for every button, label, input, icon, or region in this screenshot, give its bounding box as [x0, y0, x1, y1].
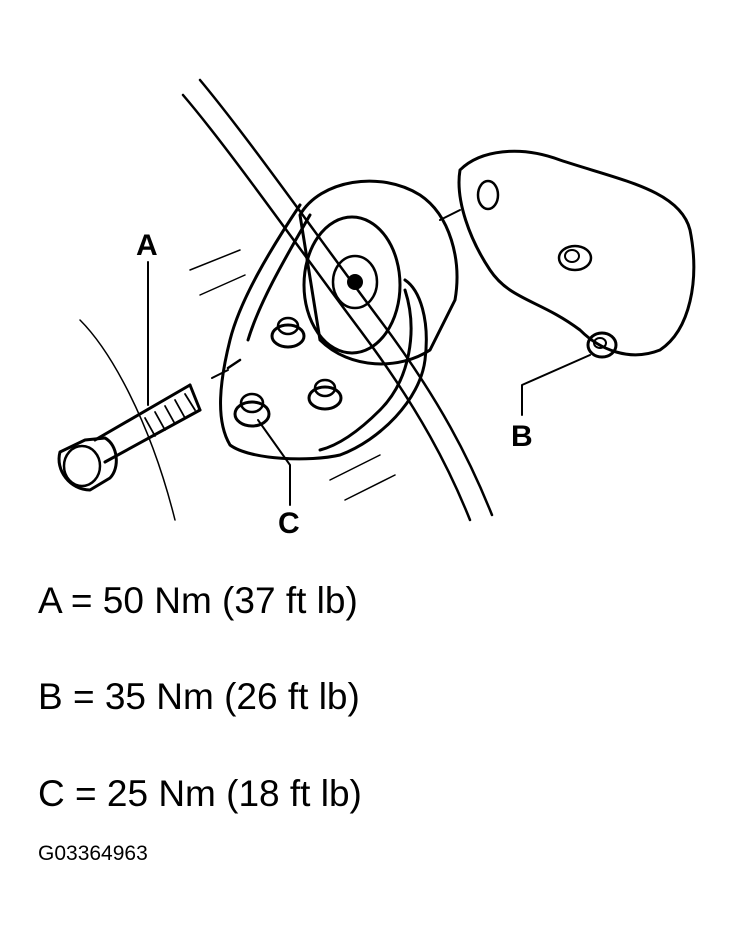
flange-bolt [57, 369, 229, 492]
callout-a: A [136, 229, 158, 262]
stud-left [233, 392, 271, 428]
side-bolt [586, 331, 618, 359]
leader-lines [147, 261, 591, 506]
mount-bracket [219, 203, 428, 461]
side-bracket-plate [439, 149, 696, 357]
torque-spec-a: A = 50 Nm (37 ft lb) [38, 580, 358, 621]
figure-id: G03364963 [38, 842, 148, 865]
frame-rail [79, 78, 494, 522]
torque-spec-c: C = 25 Nm (18 ft lb) [38, 773, 362, 814]
stud-right [307, 378, 343, 411]
callout-c: C [278, 507, 300, 540]
callout-b: B [511, 420, 533, 453]
torque-spec-b: B = 35 Nm (26 ft lb) [38, 676, 360, 717]
mount-exploded-diagram: A B C [57, 78, 696, 540]
stud-top [270, 316, 306, 349]
mount-bushing [298, 179, 459, 366]
bracket-studs [233, 316, 343, 428]
